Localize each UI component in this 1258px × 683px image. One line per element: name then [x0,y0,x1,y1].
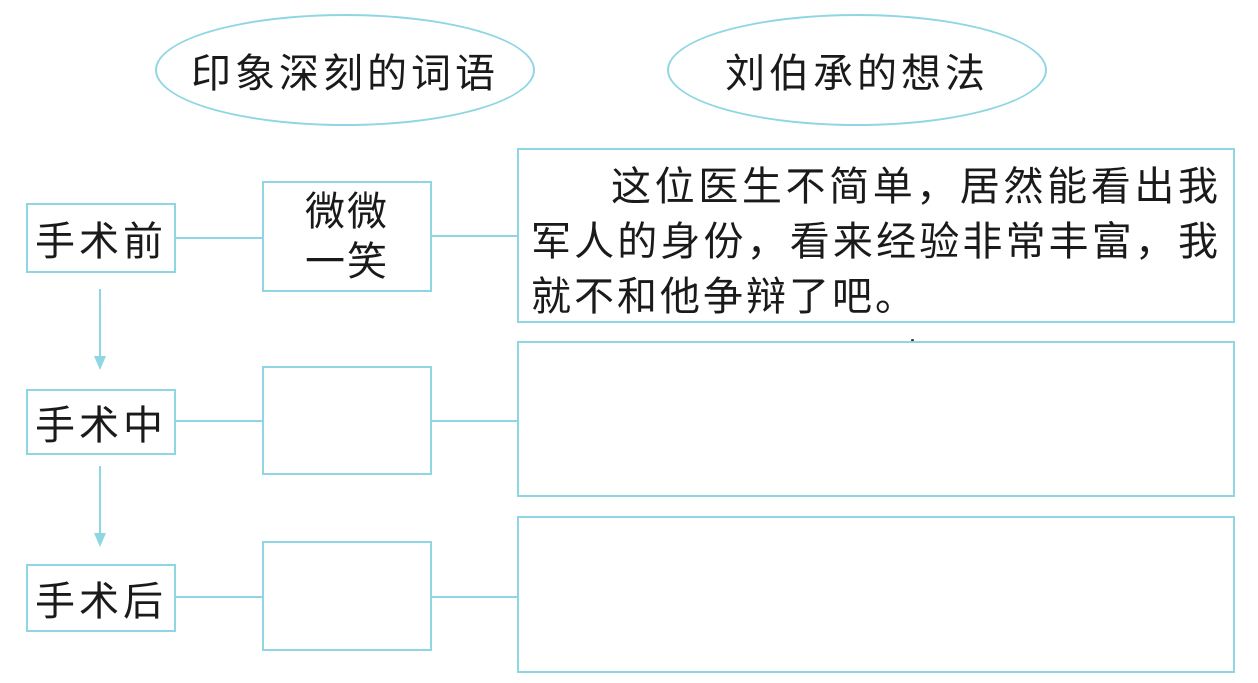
connector-after-left [176,596,263,598]
word-box-before: 微微 一笑 [262,181,432,292]
connector-before-right [432,235,518,237]
stage-box-before: 手术前 [26,203,176,273]
header-words-label: 印象深刻的词语 [191,51,499,97]
stage-label-during: 手术中 [35,403,167,449]
thought-box-before: 这位医生不简单，居然能看出我军人的身份，看来经验非常丰富，我就不和他争辩了吧。 [517,148,1235,323]
print-speck [911,339,914,342]
header-thoughts-label: 刘伯承的想法 [725,51,989,97]
thought-before-text: 这位医生不简单，居然能看出我军人的身份，看来经验非常丰富，我就不和他争辩了吧。 [531,164,1221,320]
stage-label-after: 手术后 [35,579,167,625]
thought-box-after[interactable] [517,516,1235,673]
arrow-2-shaft [99,466,101,534]
arrow-1-head [94,356,106,370]
stage-box-during: 手术中 [26,389,176,455]
arrow-2-head [94,533,106,547]
word-box-during[interactable] [262,366,432,475]
connector-during-right [432,420,518,422]
header-oval-thoughts: 刘伯承的想法 [667,14,1047,126]
stage-box-after: 手术后 [26,564,176,632]
arrow-1-shaft [99,289,101,357]
word-box-after[interactable] [262,541,432,651]
connector-during-left [176,420,263,422]
word-before-line1: 微微 [305,188,389,235]
word-before-line2: 一笑 [305,238,389,285]
thought-box-during[interactable] [517,341,1235,497]
connector-before-left [176,237,263,239]
connector-after-right [432,596,518,598]
header-oval-words: 印象深刻的词语 [155,14,535,126]
stage-label-before: 手术前 [35,219,167,265]
